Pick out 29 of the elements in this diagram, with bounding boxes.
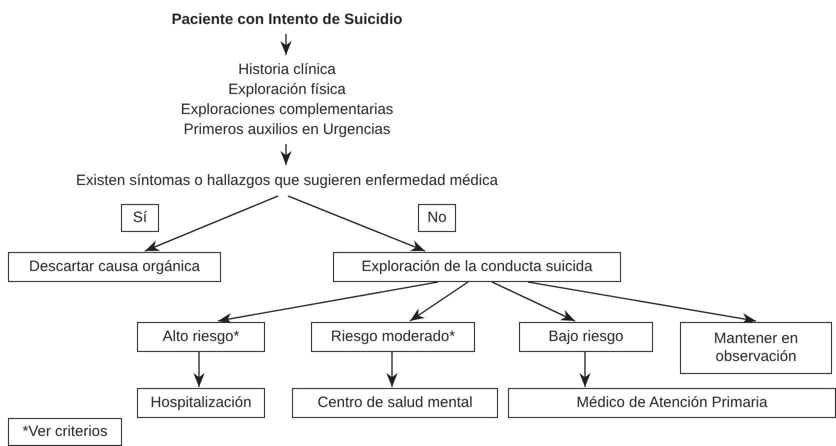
- step-text: Paciente con Intento de Suicidio: [172, 11, 402, 29]
- edge-label: Sí: [121, 204, 159, 232]
- arrow: [280, 144, 292, 165]
- step-text: Exploraciones complementarias: [180, 100, 394, 120]
- step-text: Primeros auxilios en Urgencias: [184, 120, 390, 140]
- arrow: [218, 281, 438, 324]
- arrow: [144, 195, 278, 252]
- process-box: Descartar causa orgánica: [8, 252, 221, 282]
- process-box: Mantener en observación: [680, 322, 832, 374]
- process-box: Centro de salud mental: [292, 388, 498, 418]
- arrow: [579, 352, 591, 387]
- edge-label: No: [418, 204, 456, 232]
- arrow: [386, 352, 398, 387]
- arrow: [410, 281, 468, 322]
- step-text: Historia clínica: [238, 60, 336, 80]
- arrow: [280, 34, 292, 55]
- process-box: Riesgo moderado*: [311, 322, 475, 352]
- process-box: *Ver criterios: [8, 418, 122, 446]
- process-box: Alto riesgo*: [137, 322, 265, 352]
- process-box: Exploración de la conducta suicida: [333, 252, 621, 282]
- step-text: Exploración física: [228, 80, 346, 100]
- arrow: [528, 281, 756, 324]
- arrow: [288, 195, 426, 252]
- arrow: [492, 281, 576, 322]
- step-text: Existen síntomas o hallazgos que sugieren enfermedad médica: [76, 172, 498, 190]
- process-box: Hospitalización: [137, 388, 265, 418]
- process-box: Bajo riesgo: [519, 322, 653, 352]
- arrow: [193, 352, 205, 387]
- process-box: Médico de Atención Primaria: [508, 388, 836, 418]
